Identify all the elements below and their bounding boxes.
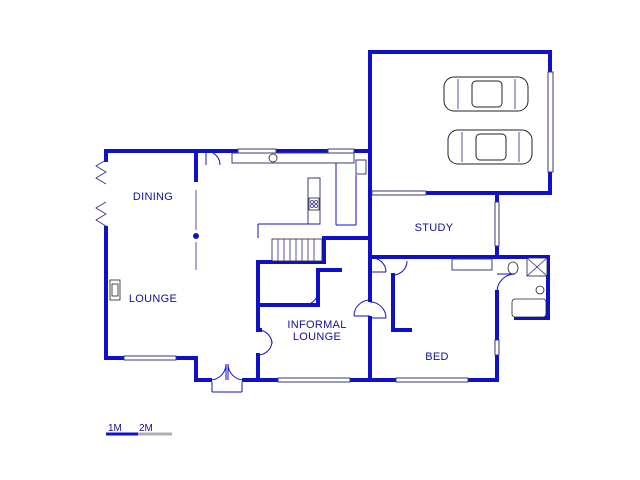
stacking-door-1 [95, 159, 107, 185]
entrance-door-left [209, 363, 227, 381]
garage-door [547, 71, 554, 173]
lounge-window [123, 355, 177, 361]
scale-bar: 1M 2M [106, 423, 172, 436]
scale-label-1m: 1M [108, 423, 122, 434]
informal-lounge-window [277, 377, 351, 383]
car-top [443, 76, 529, 112]
label-informal-lounge-1: INFORMAL [287, 319, 346, 331]
door-swing-kitchen [205, 150, 221, 166]
door-swing-bed [392, 260, 408, 276]
dining-lounge [95, 149, 260, 393]
kitchen [194, 148, 372, 238]
label-study: STUDY [415, 222, 454, 234]
kitchen-window-2 [327, 148, 355, 154]
bed-wing [370, 255, 550, 383]
door-swing-informal [257, 329, 273, 345]
car-bottom [447, 129, 533, 165]
bed-window-south [395, 377, 469, 383]
label-bed: BED [425, 351, 449, 363]
garage [368, 50, 554, 272]
kitchen-sink [268, 153, 278, 163]
door-swing-passage [353, 299, 371, 317]
door-swing-passage-2 [369, 301, 387, 319]
garage-window [371, 190, 427, 196]
entrance-door-right [227, 363, 245, 381]
door-swing-study [371, 257, 387, 273]
scale-label-2m: 2M [139, 423, 153, 434]
basin [535, 285, 545, 295]
bath [511, 298, 547, 318]
toilet [507, 261, 519, 275]
kitchen-window-1 [237, 148, 277, 154]
kitchen-appliance [355, 159, 367, 175]
wardrobe [451, 258, 493, 271]
bed-window-east [494, 339, 500, 356]
stacking-door-2 [95, 201, 107, 227]
study-window [494, 201, 500, 247]
label-dining: DINING [133, 191, 173, 203]
kitchen-counter-top [231, 152, 355, 164]
label-informal-lounge-2: LOUNGE [293, 331, 341, 343]
column [193, 233, 199, 239]
staircase [271, 238, 323, 262]
door-swing-informal-2 [257, 340, 273, 356]
stove [308, 197, 320, 211]
informal-lounge [256, 236, 387, 383]
door-swing-ensuite [496, 273, 516, 293]
label-lounge: LOUNGE [129, 293, 177, 305]
door-swing-store [303, 291, 319, 306]
